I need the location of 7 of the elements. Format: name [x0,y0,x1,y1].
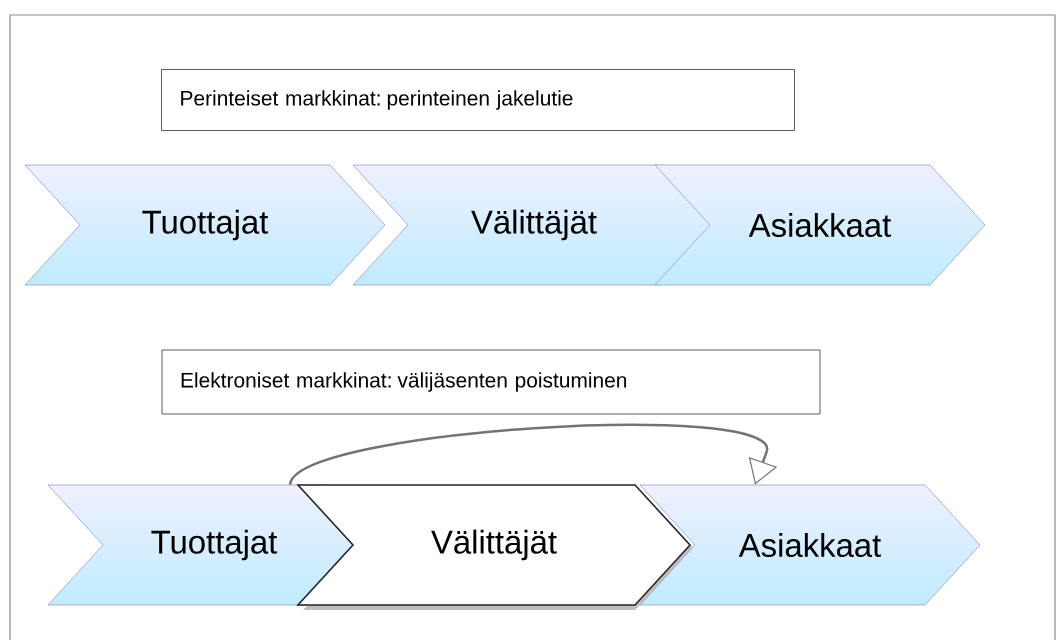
curved-arrow [289,423,778,486]
chevron-step: Asiakkaat [639,484,981,606]
text-box: Perinteiset markkinat: perinteinen jakelutie [161,69,795,131]
text-box: Elektroniset markkinat: välijäsenten poistuminen [161,349,821,415]
chevron-step: Tuottajat [24,164,386,286]
chevron-step: Välittäjät [296,484,695,610]
chevron-step: Asiakkaat [654,164,986,286]
